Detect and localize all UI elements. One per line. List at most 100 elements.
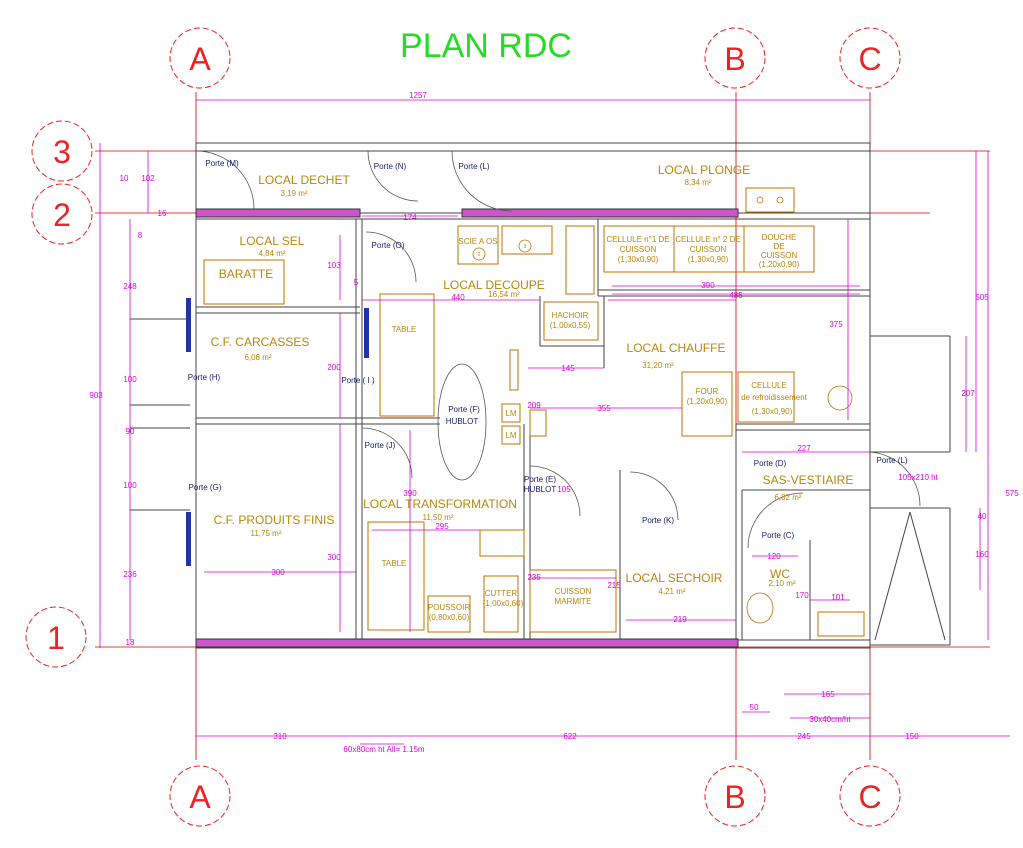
equip-cellule-ref-line1: CELLULE: [751, 381, 787, 390]
dim-160: 160: [975, 550, 989, 559]
equip-cellule1-line1: CELLULE n°1 DE: [606, 235, 669, 244]
equip-douche-line1: DOUCHE: [762, 233, 797, 242]
dim-103: 103: [327, 261, 341, 270]
door-g: Porte (G): [189, 483, 222, 492]
dim-903: 903: [89, 391, 103, 400]
axis-label-2: 2: [53, 197, 71, 233]
dim-248: 248: [123, 282, 137, 291]
dim-101: 101: [831, 593, 845, 602]
dim-375: 375: [829, 320, 843, 329]
dim-245: 245: [797, 732, 811, 741]
dim-top-total: 1257: [409, 91, 427, 100]
room-wc: WC: [770, 567, 790, 581]
door-l-top: Porte (L): [458, 162, 489, 171]
axis-lines: [95, 92, 990, 760]
dim-235: 235: [527, 573, 541, 582]
dim-165: 165: [821, 690, 835, 699]
axis-label-b-bottom: B: [724, 779, 745, 815]
dim-227: 227: [797, 444, 811, 453]
equip-four-line2: (1,20x0,90): [687, 397, 728, 406]
dim-8: 8: [138, 231, 143, 240]
dim-120: 120: [767, 552, 781, 561]
equip-cutter-line1: CUTTER: [485, 589, 518, 598]
dim-145: 145: [561, 364, 575, 373]
dim-100b: 100: [123, 481, 137, 490]
area-local-decoupe: 16,54 m²: [488, 290, 520, 299]
axis-labels: A B C A B C 3 2 1: [25, 27, 901, 827]
dim-60x80: 60x80cm ht All= 1.15m: [343, 745, 424, 754]
door-swings: [195, 150, 921, 549]
equip-table-2: TABLE: [382, 559, 407, 568]
room-local-sechoir: LOCAL SECHOIR: [626, 571, 723, 585]
room-local-dechet: LOCAL DECHET: [258, 173, 350, 187]
equip-douche-line2: DE: [773, 242, 784, 251]
dim-90: 90: [126, 427, 135, 436]
dim-300a: 300: [327, 553, 341, 562]
dim-219: 219: [673, 615, 687, 624]
area-sas-vestiaire: 6,82 m²: [774, 493, 801, 502]
equip-hublot-e: HUBLOT: [524, 485, 557, 494]
dim-102: 102: [141, 174, 155, 183]
area-local-sel: 4,84 m²: [258, 249, 285, 258]
equipment-labels: BARATTE SCIE A OS 2 3 HACHOIR (1,00x0,55…: [219, 233, 808, 622]
area-wc: 2,10 m²: [768, 579, 795, 588]
room-labels: LOCAL DECHET 3,19 m² LOCAL PLONGE 8,34 m…: [211, 163, 854, 596]
dim-440: 440: [451, 293, 465, 302]
equip-cutter-line2: (1,00x0,60): [483, 599, 524, 608]
dim-40: 40: [978, 512, 987, 521]
dim-174: 174: [403, 213, 417, 222]
door-i: Porte ( I ): [341, 376, 375, 385]
door-k: Porte (K): [642, 516, 674, 525]
axis-label-1: 1: [47, 620, 65, 656]
axis-label-a-bottom: A: [189, 779, 211, 815]
dim-100a: 100: [123, 375, 137, 384]
dim-236: 236: [123, 570, 137, 579]
door-d: Porte (D): [754, 459, 787, 468]
room-local-sel: LOCAL SEL: [240, 234, 305, 248]
equip-marker-3: 3: [524, 244, 527, 250]
dim-295: 295: [435, 522, 449, 531]
dim-575: 575: [1005, 489, 1019, 498]
room-sas-vestiaire: SAS-VESTIAIRE: [763, 473, 854, 487]
door-o: Porte (O): [372, 241, 405, 250]
room-local-plonge: LOCAL PLONGE: [658, 163, 750, 177]
room-cf-produits-finis: C.F. PRODUITS FINIS: [214, 513, 335, 527]
dim-207: 207: [961, 389, 975, 398]
dim-485: 485: [729, 291, 743, 300]
dim-355: 355: [597, 404, 611, 413]
dim-390: 390: [403, 489, 417, 498]
axis-label-a-top: A: [189, 41, 211, 77]
dim-300c: 300: [271, 568, 285, 577]
door-e: Porte (E): [524, 475, 556, 484]
dim-310: 310: [273, 732, 287, 741]
dim-209: 209: [527, 401, 541, 410]
axis-label-b-top: B: [724, 41, 745, 77]
dim-10: 10: [120, 174, 129, 183]
equip-cellule2-line2: CUISSON: [690, 245, 727, 254]
door-f: Porte (F): [448, 405, 480, 414]
equip-cellule2-line3: (1,30x0,90): [688, 255, 729, 264]
door-n: Porte (N): [374, 162, 407, 171]
area-local-plonge: 8,34 m²: [684, 178, 711, 187]
equip-cellule-ref-line2: de refroidissement: [741, 393, 808, 402]
dim-105: 105: [557, 485, 571, 494]
dim-215: 215: [607, 581, 621, 590]
equip-douche-line4: (1,20x0,90): [759, 260, 800, 269]
equip-table-1: TABLE: [392, 325, 417, 334]
dim-16: 16: [158, 209, 167, 218]
door-c: Porte (C): [762, 531, 795, 540]
dim-170: 170: [795, 591, 809, 600]
dimension-lines: [99, 99, 1010, 745]
equip-cellule2-line1: CELLULE n° 2 DE: [675, 235, 740, 244]
room-local-decoupe: LOCAL DECOUPE: [443, 278, 545, 292]
equip-poussoir-line2: (0,80x0,60): [429, 613, 470, 622]
area-cf-carcasses: 6,06 m²: [244, 353, 271, 362]
dim-622: 622: [563, 732, 577, 741]
area-local-transformation: 11,50 m²: [423, 513, 454, 522]
dim-505: 505: [975, 293, 989, 302]
equip-baratte: BARATTE: [219, 267, 273, 281]
equip-hachoir-dim: (1,00x0,55): [550, 321, 591, 330]
area-cf-produits-finis: 11,75 m²: [251, 529, 282, 538]
axis-label-c-bottom: C: [858, 779, 881, 815]
room-local-transformation: LOCAL TRANSFORMATION: [363, 497, 517, 511]
